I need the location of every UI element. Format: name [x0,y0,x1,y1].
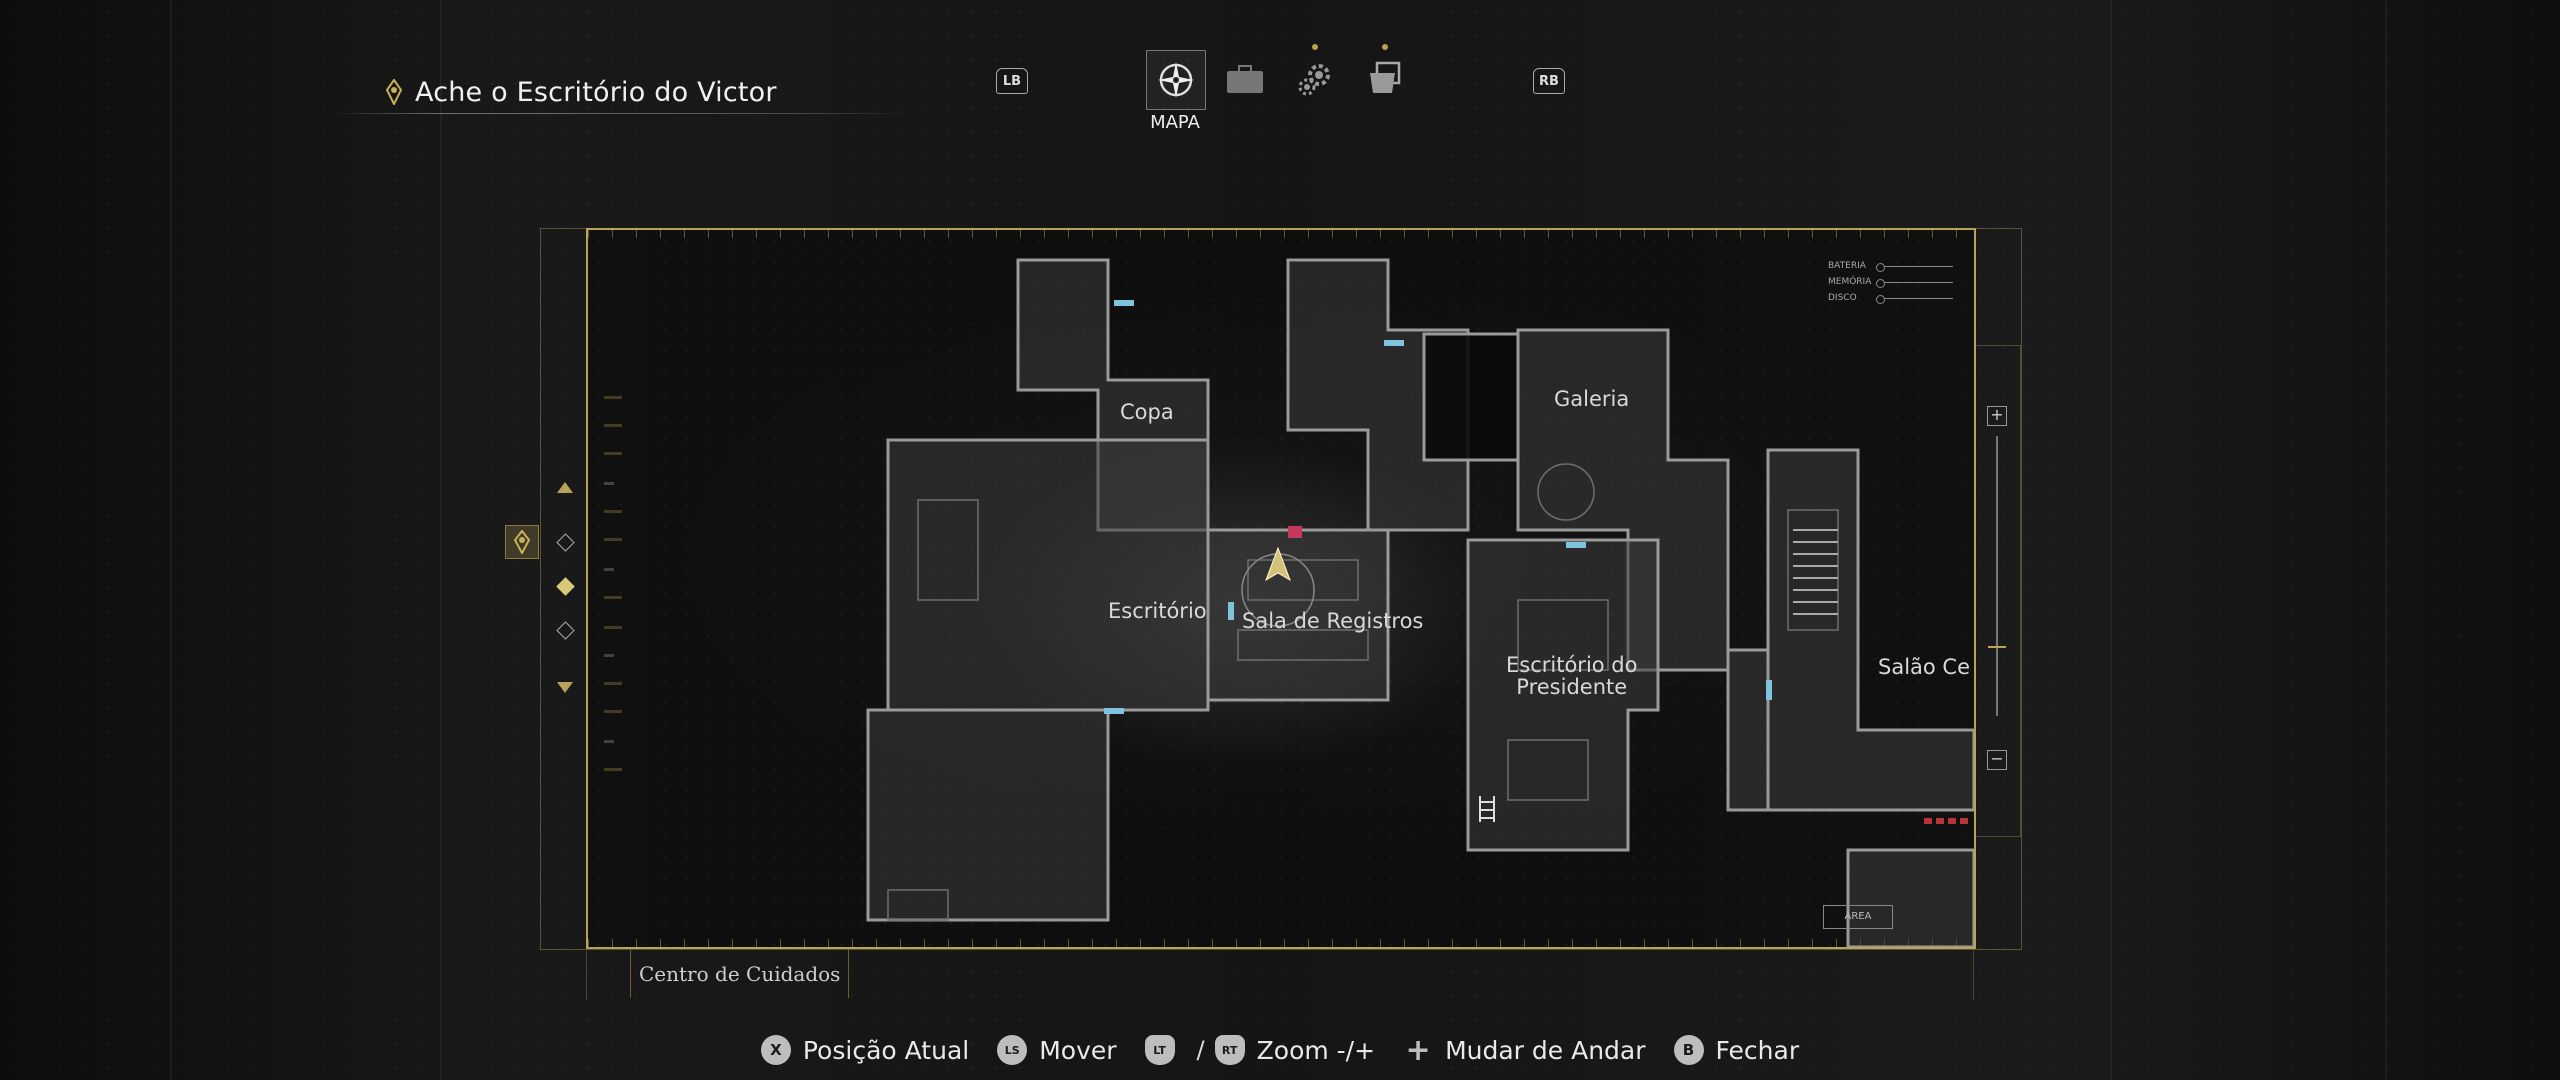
hint-move[interactable]: LS Mover [997,1035,1117,1065]
ladder-icon [1479,796,1495,822]
hint-label: Mudar de Andar [1445,1035,1646,1065]
hint-close[interactable]: B Fechar [1673,1035,1800,1065]
hint-current-position[interactable]: X Posição Atual [760,1035,970,1065]
compass-icon [1158,62,1194,98]
hint-zoom[interactable]: LT / RT Zoom -/+ [1144,1035,1376,1065]
hint-separator: / [1196,1036,1205,1064]
room-top-middle [1286,258,1470,532]
notification-dot [1382,44,1388,50]
status-line [1876,262,1953,272]
right-trigger-icon: RT [1214,1035,1245,1065]
gears-icon [1298,64,1330,96]
left-trigger-icon: LT [1144,1035,1175,1065]
floor-plan [866,258,1974,947]
location-strip [586,950,1974,1000]
objective-text: Ache o Escritório do Victor [415,76,777,108]
zoom-track[interactable] [1996,436,1998,716]
status-label: BATERIA [1828,261,1866,271]
status-label: MEMÓRIA [1828,277,1872,287]
zoom-bar[interactable]: + − [1975,345,2021,837]
b-button-icon: B [1673,1035,1704,1065]
room-label-escritorio: Escritório [1108,599,1207,623]
floor-up-arrow-icon[interactable] [557,482,573,493]
floor-diamond-icon[interactable] [556,533,575,552]
map-viewport[interactable]: Copa Galeria Escritório Sala de Registro… [586,228,1976,949]
floor-diamond-icon[interactable] [556,621,575,640]
bg-line [2110,0,2112,1080]
hint-label: Posição Atual [802,1035,970,1065]
floor-selector[interactable] [545,230,585,945]
room-label-line: Escritório do [1506,653,1638,677]
map-ruler-bottom [588,939,1974,947]
hint-label: Fechar [1715,1035,1800,1065]
room-sala-registros [1206,528,1390,702]
status-row: BATERIA [1828,258,1953,274]
player-position-icon [1241,526,1315,627]
dpad-icon: + [1405,1032,1431,1068]
zoom-in-button[interactable]: + [1987,406,2007,426]
tab-inventory[interactable] [1216,50,1274,108]
bg-line [440,0,442,1080]
bg-line [170,0,172,1080]
hint-label: Mover [1039,1035,1117,1065]
tab-upgrades[interactable] [1286,44,1344,108]
room-label-line: Presidente [1516,675,1628,699]
notification-dot [1312,44,1318,50]
room-corridor [1726,648,1770,812]
left-bumper-button[interactable]: LB [996,68,1028,94]
location-name: Centro de Cuidados [639,962,841,986]
tab-map[interactable] [1146,50,1206,110]
floor-down-arrow-icon[interactable] [557,682,573,693]
room-label-copa: Copa [1120,400,1174,424]
hint-label: Zoom -/+ [1256,1035,1376,1065]
door-markers [1104,300,1772,714]
status-line [1876,294,1953,304]
status-row: DISCO [1828,290,1953,306]
x-button-icon: X [760,1035,791,1065]
status-row: MEMÓRIA [1828,274,1953,290]
active-tab-label: MAPA [1150,112,1200,133]
zoom-slider-handle[interactable] [1988,646,2006,648]
room-bottom-right [1846,848,1974,947]
control-hints: X Posição Atual LS Mover LT / RT Zoom -/… [0,1028,2560,1072]
objective-underline [330,113,910,114]
status-line [1876,278,1953,288]
room-label-sala-registros: Sala de Registros [1242,609,1424,633]
location-tab: Centro de Cuidados [630,950,850,998]
room-escritorio [886,438,1210,712]
left-stick-icon: LS [997,1035,1028,1065]
area-tag: ÁREA [1823,905,1893,929]
room-dark-block [1422,332,1520,462]
right-bumper-button[interactable]: RB [1533,68,1565,94]
files-icon [1370,61,1401,93]
room-label-salao: Salão Ce [1878,655,1971,679]
player-floor-marker-icon [513,530,531,554]
briefcase-icon [1227,65,1263,93]
bg-line [2385,0,2387,1080]
zoom-out-button[interactable]: − [1987,750,2007,770]
room-label-galeria: Galeria [1554,387,1630,411]
tab-files[interactable] [1356,44,1414,108]
current-floor-diamond-icon[interactable] [556,577,575,596]
room-escritorio-presidente [1466,538,1660,852]
status-label: DISCO [1828,293,1857,303]
map-ruler-top [588,230,1974,238]
player-floor-marker [505,525,539,559]
hint-change-floor[interactable]: + Mudar de Andar [1403,1032,1646,1068]
room-label-escritorio-presidente: Escritório do Presidente [1506,654,1637,698]
objective-marker-icon [385,79,403,105]
room-lower-left [866,708,1110,922]
objective: Ache o Escritório do Victor [385,72,777,112]
status-panel: BATERIA MEMÓRIA DISCO [1828,258,1953,306]
